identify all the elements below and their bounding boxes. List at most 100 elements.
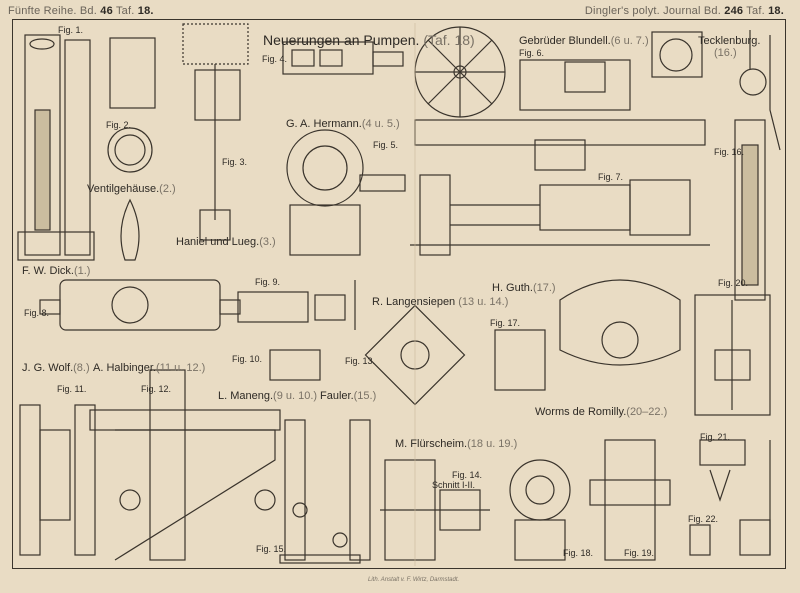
inventor-label: G. A. Hermann.(4 u. 5.) <box>286 118 400 130</box>
figure-label: Fig. 11. <box>57 384 87 394</box>
fig-11-drawing <box>19 404 96 556</box>
inventor-label: Worms de Romilly.(20–22.) <box>535 406 667 418</box>
figure-ref: (13 u. 14.) <box>458 296 509 308</box>
inventor-label: Haniel und Lueg.(3.) <box>176 236 276 248</box>
fig-19-drawing <box>589 439 671 561</box>
inventor-name: Fauler. <box>320 390 354 402</box>
fig-16-drawing <box>734 30 781 301</box>
inventor-label: R. Langensiepen (13 u. 14.) <box>372 296 508 308</box>
figure-ref: (17.) <box>532 282 556 294</box>
title-ref: (Taf. 18) <box>423 32 475 48</box>
fig-17-drawing <box>494 279 681 391</box>
inventor-name: G. A. Hermann. <box>286 118 362 130</box>
inventor-label: F. W. Dick.(1.) <box>22 265 90 277</box>
figure-ref: (11 u. 12.) <box>155 362 206 374</box>
figure-label: Fig. 3. <box>222 157 248 167</box>
figure-label: Fig. 10. <box>232 354 263 364</box>
fig-15-drawing <box>279 419 371 564</box>
fig-4-drawing <box>282 41 404 75</box>
figure-ref: (2.) <box>159 183 176 195</box>
figure-label: Fig. 1. <box>58 25 84 35</box>
fig-22-drawing <box>689 519 771 556</box>
figure-label: Fig. 22. <box>688 514 719 524</box>
inventor-name: H. Guth. <box>492 282 533 294</box>
figure-ref: (4 u. 5.) <box>361 118 400 130</box>
fig-10-drawing <box>269 349 321 381</box>
inventor-label: Gebrüder Blundell.(6 u. 7.) <box>519 35 649 47</box>
fig-1-drawing <box>17 34 95 261</box>
journal-label: Dingler's polyt. Journal Bd. <box>584 5 722 17</box>
inventor-label: A. Halbinger.(11 u. 12.) <box>93 362 205 374</box>
inventor-name: J. G. Wolf. <box>22 362 74 374</box>
fig-2-drawing <box>107 37 156 173</box>
series-label: Fünfte Reihe. Bd. <box>8 5 98 17</box>
figure-ref: (8.) <box>73 362 90 374</box>
inventor-name: Tecklenburg. <box>698 35 761 47</box>
figure-label: Fig. 6. <box>519 48 545 58</box>
inventor-label: J. G. Wolf.(8.) <box>22 362 90 374</box>
plate-prefix: Taf. <box>115 5 135 17</box>
inventor-name: Worms de Romilly. <box>535 406 627 418</box>
inventor-name: M. Flürscheim. <box>395 438 468 450</box>
fig-14-drawing <box>380 459 490 561</box>
inventor-label: H. Guth.(17.) <box>492 282 556 294</box>
plate-title: Neuerungen an Pumpen. (Taf. 18) <box>263 32 475 48</box>
plate-number: 18. <box>137 5 154 17</box>
figure-label: Fig. 7. <box>598 172 624 182</box>
volume-number: 246 <box>724 5 744 17</box>
fig-3-drawing <box>182 23 249 241</box>
figure-ref: (9 u. 10.) <box>273 390 318 402</box>
lithographer-imprint: Lith. Anstalt v. F. Wirtz, Darmstadt. <box>368 577 460 583</box>
inventor-label: Tecklenburg.(16.) <box>698 35 760 59</box>
figure-label: Fig. 12. <box>141 384 172 394</box>
title-main: Neuerungen an Pumpen. <box>263 32 420 48</box>
fig-12-drawing <box>89 369 281 561</box>
figure-ref: (1.) <box>73 265 91 277</box>
figure-label: Fig. 15. <box>256 544 287 554</box>
volume-number: 46 <box>100 5 113 17</box>
plate-number: 18. <box>768 5 784 17</box>
fig-5-drawing <box>286 129 406 256</box>
figure-label: Fig. 9. <box>255 277 281 287</box>
figure-label: Fig. 2. <box>106 120 132 130</box>
inventor-name: Ventilgehäuse. <box>87 183 160 195</box>
inventor-name: A. Halbinger. <box>93 362 156 374</box>
inventor-label: Fauler.(15.) <box>320 390 376 402</box>
header-left: Fünfte Reihe. Bd. 46 Taf. 18. <box>8 5 154 17</box>
figure-label: Fig. 14. <box>452 470 483 480</box>
plate-frame <box>12 19 786 569</box>
section-label: Schnitt I-II. <box>432 480 476 490</box>
figure-ref: (15.) <box>353 390 377 402</box>
inventor-label: L. Maneng.(9 u. 10.) <box>218 390 317 402</box>
fig-7-drawing <box>410 174 710 256</box>
inventor-name: L. Maneng. <box>218 390 274 402</box>
fig-6-drawing <box>414 26 706 171</box>
figure-ref: (20–22.) <box>626 406 668 418</box>
inventor-name: Gebrüder Blundell. <box>519 35 611 47</box>
figure-ref: (16.) <box>714 47 737 59</box>
figure-label: Fig. 16. <box>714 147 745 157</box>
figure-ref: (3.) <box>259 236 276 248</box>
figure-ref: (18 u. 19.) <box>467 438 518 450</box>
fig-8-drawing <box>39 198 241 331</box>
figure-label: Fig. 20. <box>718 278 749 288</box>
fig-9-drawing <box>237 280 356 330</box>
figure-label: Fig. 18. <box>563 548 594 558</box>
inventor-name: R. Langensiepen <box>372 296 456 308</box>
figure-label: Fig. 21. <box>700 432 731 442</box>
figure-ref: (6 u. 7.) <box>610 35 649 47</box>
inventor-label: M. Flürscheim.(18 u. 19.) <box>395 438 517 450</box>
inventor-name: F. W. Dick. <box>22 265 74 277</box>
plate-prefix: Taf. <box>746 5 765 17</box>
header-right: Dingler's polyt. Journal Bd. 246 Taf. 18… <box>585 5 784 17</box>
figure-label: Fig. 8. <box>24 308 50 318</box>
figure-label: Fig. 4. <box>262 54 288 64</box>
figure-label: Fig. 13. <box>345 356 376 366</box>
fig-18-drawing <box>509 459 571 561</box>
figure-label: Fig. 19. <box>624 548 655 558</box>
figure-label: Fig. 17. <box>490 318 521 328</box>
figure-label: Fig. 5. <box>373 140 399 150</box>
inventor-label: Ventilgehäuse.(2.) <box>87 183 176 195</box>
fig-20-drawing <box>694 294 771 416</box>
